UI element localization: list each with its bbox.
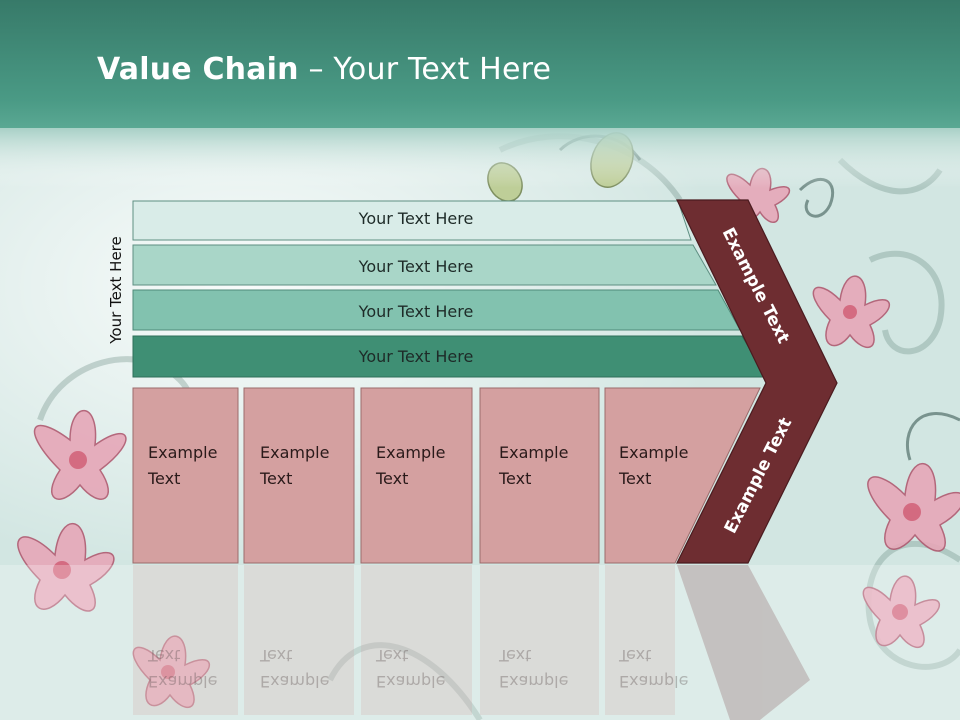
cell-1-reflection-text-top: Example [148, 672, 217, 691]
activity-cells: Example Text Example Text Example Text E… [132, 387, 761, 564]
cell-2-reflection [244, 565, 354, 715]
cell-3-text-line1: Example [376, 443, 445, 462]
cell-3-reflection [361, 565, 472, 715]
cell-4-reflection [480, 565, 599, 715]
cell-4-reflection-text: Text [498, 646, 531, 665]
bar-2 [132, 244, 717, 286]
cell-4 [479, 387, 600, 564]
title-bold: Value Chain [97, 52, 299, 87]
cell-5-text-line2: Text [618, 469, 651, 488]
cell-1 [132, 387, 239, 564]
vertical-label: Your Text Here [107, 236, 125, 344]
cell-4-reflection-text-top: Example [499, 672, 568, 691]
cell-4-text-line2: Text [498, 469, 531, 488]
cell-1-reflection-text: Text [147, 646, 180, 665]
cell-2-text-line1: Example [260, 443, 329, 462]
title-rest: – Your Text Here [298, 52, 552, 87]
diagram-reflection-text: Text Example Text Example Text Example T… [147, 646, 688, 691]
cell-1-reflection [133, 565, 238, 715]
cell-3-text-line2: Text [375, 469, 408, 488]
bar-4-label: Your Text Here [358, 347, 474, 366]
cell-5 [604, 387, 761, 564]
cell-2-text-line2: Text [259, 469, 292, 488]
arrow-reflection [677, 565, 810, 720]
activity-bars: Your Text Here Your Text Here Your Text … [132, 200, 767, 378]
cell-1-text-line1: Example [148, 443, 217, 462]
cell-2-reflection-text: Text [259, 646, 292, 665]
bar-3-label: Your Text Here [358, 302, 474, 321]
cell-2-reflection-text-top: Example [260, 672, 329, 691]
cell-2 [243, 387, 355, 564]
cell-3 [360, 387, 473, 564]
diagram-reflection [133, 565, 810, 720]
cell-5-text-line1: Example [619, 443, 688, 462]
bar-2-label: Your Text Here [358, 257, 474, 276]
margin-arrow [676, 199, 838, 564]
bar-1 [132, 200, 692, 241]
cell-4-text-line1: Example [499, 443, 568, 462]
cell-5-reflection-text: Text [618, 646, 651, 665]
cell-3-reflection-text-top: Example [376, 672, 445, 691]
page-title: Value Chain – Your Text Here [97, 52, 551, 87]
bar-1-label: Your Text Here [358, 209, 474, 228]
cell-3-reflection-text: Text [375, 646, 408, 665]
cell-5-reflection [605, 565, 675, 715]
cell-1-text-line2: Text [147, 469, 180, 488]
cell-5-reflection-text-top: Example [619, 672, 688, 691]
